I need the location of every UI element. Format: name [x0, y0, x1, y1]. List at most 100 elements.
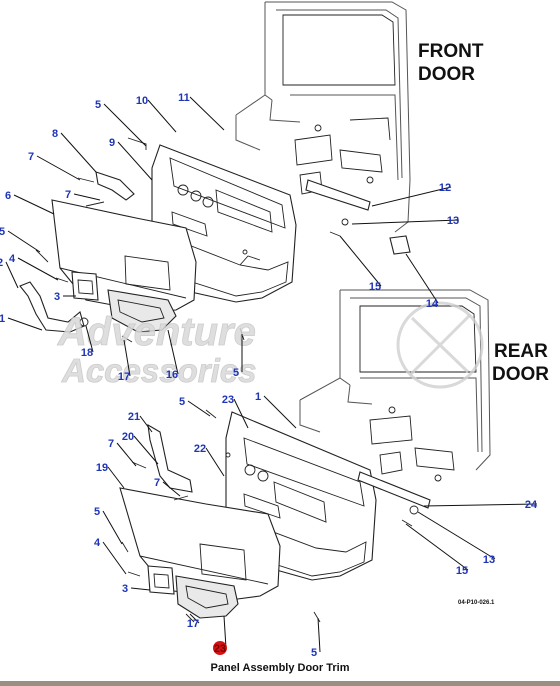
diagram-caption: Panel Assembly Door Trim — [210, 662, 350, 674]
rear-grab-handle — [175, 575, 239, 619]
rear-leader-line-1 — [263, 395, 297, 429]
rear-leader-line-20 — [133, 435, 159, 465]
rear-handle-bezel — [147, 565, 175, 595]
rear-leader-line-4 — [102, 541, 127, 575]
front-callout-11: 11 — [178, 92, 190, 104]
rear-callout-7: 7 — [154, 477, 160, 489]
front-leader-line-10 — [147, 99, 177, 133]
rear-door-label-line-1: REAR — [494, 341, 548, 362]
rear-leader-line-5 — [187, 400, 211, 417]
front-leader-line-13 — [351, 219, 460, 225]
front-callout-5: 5 — [0, 226, 5, 238]
rear-door-label-line-2: DOOR — [492, 364, 549, 385]
rear-bracket — [147, 423, 431, 509]
rear-leader-line-7 — [116, 442, 137, 467]
rear-leader-line-15 — [405, 523, 469, 571]
front-small-parts — [35, 137, 411, 343]
front-leader-line-9 — [117, 141, 153, 181]
front-leader-line-18 — [85, 325, 94, 353]
rear-leader-line-23 — [233, 398, 249, 429]
front-leader-line-12 — [371, 186, 452, 207]
watermark-line-2: Accessories — [61, 352, 256, 389]
front-callout-12: 12 — [439, 182, 451, 194]
rear-leader-line-13 — [417, 511, 496, 560]
rear-callout-22: 22 — [194, 443, 206, 455]
front-leader-line-4 — [17, 257, 59, 281]
rear-leader-line-23 — [223, 615, 227, 649]
front-callout-16: 16 — [166, 369, 178, 381]
rear-callout-3: 3 — [122, 583, 128, 595]
front-callout-5: 5 — [95, 99, 101, 111]
rear-callout-19: 19 — [96, 462, 108, 474]
front-callout-3: 3 — [54, 291, 60, 303]
rear-leader-line-7 — [162, 481, 181, 497]
reference-code: 04-P10-026.1 — [458, 600, 495, 606]
front-callout-15: 15 — [369, 281, 381, 293]
rear-door-shell — [299, 289, 491, 482]
front-callout-18: 18 — [81, 347, 93, 359]
front-callout-1: 1 — [0, 313, 5, 325]
front-callout-6: 6 — [5, 190, 11, 202]
front-callout-13: 13 — [447, 215, 459, 227]
front-leader-line-8 — [60, 132, 97, 173]
rear-callout-15: 15 — [456, 565, 468, 577]
rear-leader-line-22 — [205, 447, 225, 477]
front-leader-line-16 — [167, 329, 179, 375]
bottom-border — [0, 681, 560, 686]
callout-labels: 5101189776542311817165121315145231212072… — [0, 92, 538, 659]
front-pull-strap — [19, 281, 85, 333]
front-leader-line-6 — [13, 194, 55, 215]
front-grab-handle — [107, 289, 177, 333]
front-callout-7: 7 — [65, 189, 71, 201]
rear-leader-line-17 — [189, 613, 200, 624]
front-leader-line-5 — [7, 230, 41, 253]
front-leader-line-11 — [189, 96, 225, 131]
leader-lines — [5, 96, 538, 653]
rear-leader-line-24 — [423, 503, 538, 507]
front-leader-line-1 — [7, 317, 43, 331]
front-callout-10: 10 — [136, 95, 148, 107]
front-callout-7: 7 — [28, 151, 34, 163]
front-bracket — [95, 171, 371, 211]
front-leader-line-7 — [36, 155, 81, 181]
front-leader-line-5 — [103, 103, 147, 147]
rear-callout-5: 5 — [179, 396, 185, 408]
front-leader-line-7 — [73, 193, 101, 201]
rear-leader-line-5 — [317, 617, 321, 653]
rear-callout-5: 5 — [94, 506, 100, 518]
front-callout-14: 14 — [426, 298, 439, 310]
rear-leader-line-3 — [130, 587, 151, 591]
front-callout-5: 5 — [233, 367, 239, 379]
rear-small-parts — [121, 409, 419, 623]
front-leader-line-14 — [405, 253, 439, 304]
front-handle-bezel — [71, 271, 99, 301]
front-callout-2: 2 — [0, 257, 3, 269]
watermark-line-1: Adventure — [57, 310, 256, 354]
rear-leader-line-5 — [102, 510, 123, 545]
rear-callout-21: 21 — [128, 411, 140, 423]
rear-leader-line-21 — [139, 415, 153, 433]
rear-callout-23: 23 — [222, 394, 234, 406]
watermark: Adventure Accessories — [57, 301, 484, 389]
rear-callout-4: 4 — [94, 537, 101, 549]
rear-callout-17: 17 — [187, 618, 199, 630]
rear-callout-24: 24 — [525, 499, 538, 511]
front-door-shell — [235, 1, 411, 233]
rear-callout-13: 13 — [483, 554, 495, 566]
rear-leader-line-19 — [107, 466, 125, 489]
front-door-label-line-2: DOOR — [418, 64, 475, 85]
front-callout-4: 4 — [9, 253, 16, 265]
rear-callout-5: 5 — [311, 647, 317, 659]
highlight-marker — [213, 641, 227, 655]
rear-callout-7: 7 — [108, 438, 114, 450]
front-callout-17: 17 — [118, 371, 130, 383]
front-leader-line-17 — [123, 339, 131, 377]
front-leader-line-15 — [339, 235, 382, 287]
front-callout-8: 8 — [52, 128, 58, 140]
front-callout-9: 9 — [109, 137, 115, 149]
front-leader-line-2 — [5, 261, 19, 289]
rear-callout-1: 1 — [255, 391, 261, 403]
front-door-label-line-1: FRONT — [418, 41, 484, 62]
rear-callout-20: 20 — [122, 431, 134, 443]
rear-callout-23: 23 — [214, 643, 226, 655]
